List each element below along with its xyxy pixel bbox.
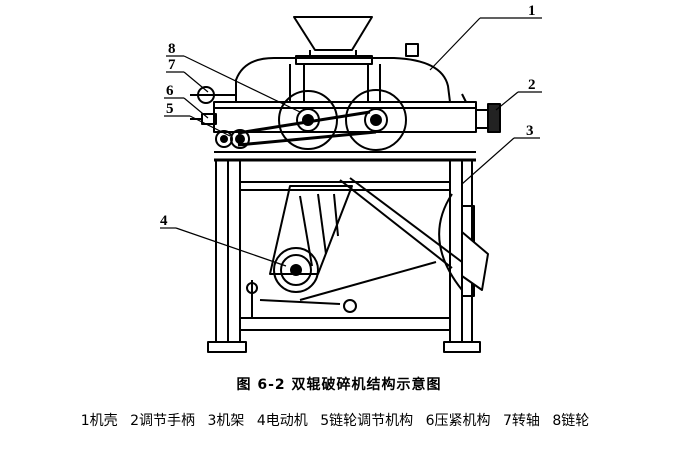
roller-right [345, 89, 407, 151]
legend-item: 1机壳 [80, 413, 118, 429]
part-label-4: 4 [160, 213, 168, 229]
motor-support [269, 185, 437, 301]
part-label-1: 1 [528, 3, 536, 19]
legend-item: 7转轴 [502, 413, 540, 429]
machine-casing [235, 43, 451, 103]
part-label-7: 7 [168, 57, 176, 73]
machine-frame [207, 159, 481, 353]
discharge-chute [339, 177, 489, 297]
part-label-8: 8 [168, 41, 176, 57]
part-label-2: 2 [528, 77, 536, 93]
legend-item: 8链轮 [552, 413, 590, 429]
part-label-6: 6 [166, 83, 174, 99]
part-labels: 1 2 3 4 5 6 7 8 [160, 3, 536, 229]
legend-item: 6压紧机构 [425, 413, 491, 429]
legend-item: 5链轮调节机构 [320, 413, 414, 429]
figure-legend: 1机壳 2调节手柄 3机架 4电动机 5链轮调节机构 6压紧机构 7转轴 8链轮 [0, 410, 678, 430]
legend-item: 4电动机 [256, 413, 308, 429]
leader-lines [160, 17, 542, 267]
legend-item: 2调节手柄 [130, 413, 196, 429]
rotating-shaft [190, 86, 236, 104]
part-label-3: 3 [526, 123, 534, 139]
part-label-5: 5 [166, 101, 174, 117]
feed-hopper [293, 16, 373, 65]
legend-item: 3机架 [207, 413, 245, 429]
electric-motor [273, 247, 319, 293]
sprocket-adjust-mechanism [246, 280, 357, 318]
chain-drive [215, 110, 377, 149]
figure-title: 图 6-2 双辊破碎机结构示意图 [236, 377, 442, 393]
adjusting-handle [461, 93, 501, 133]
